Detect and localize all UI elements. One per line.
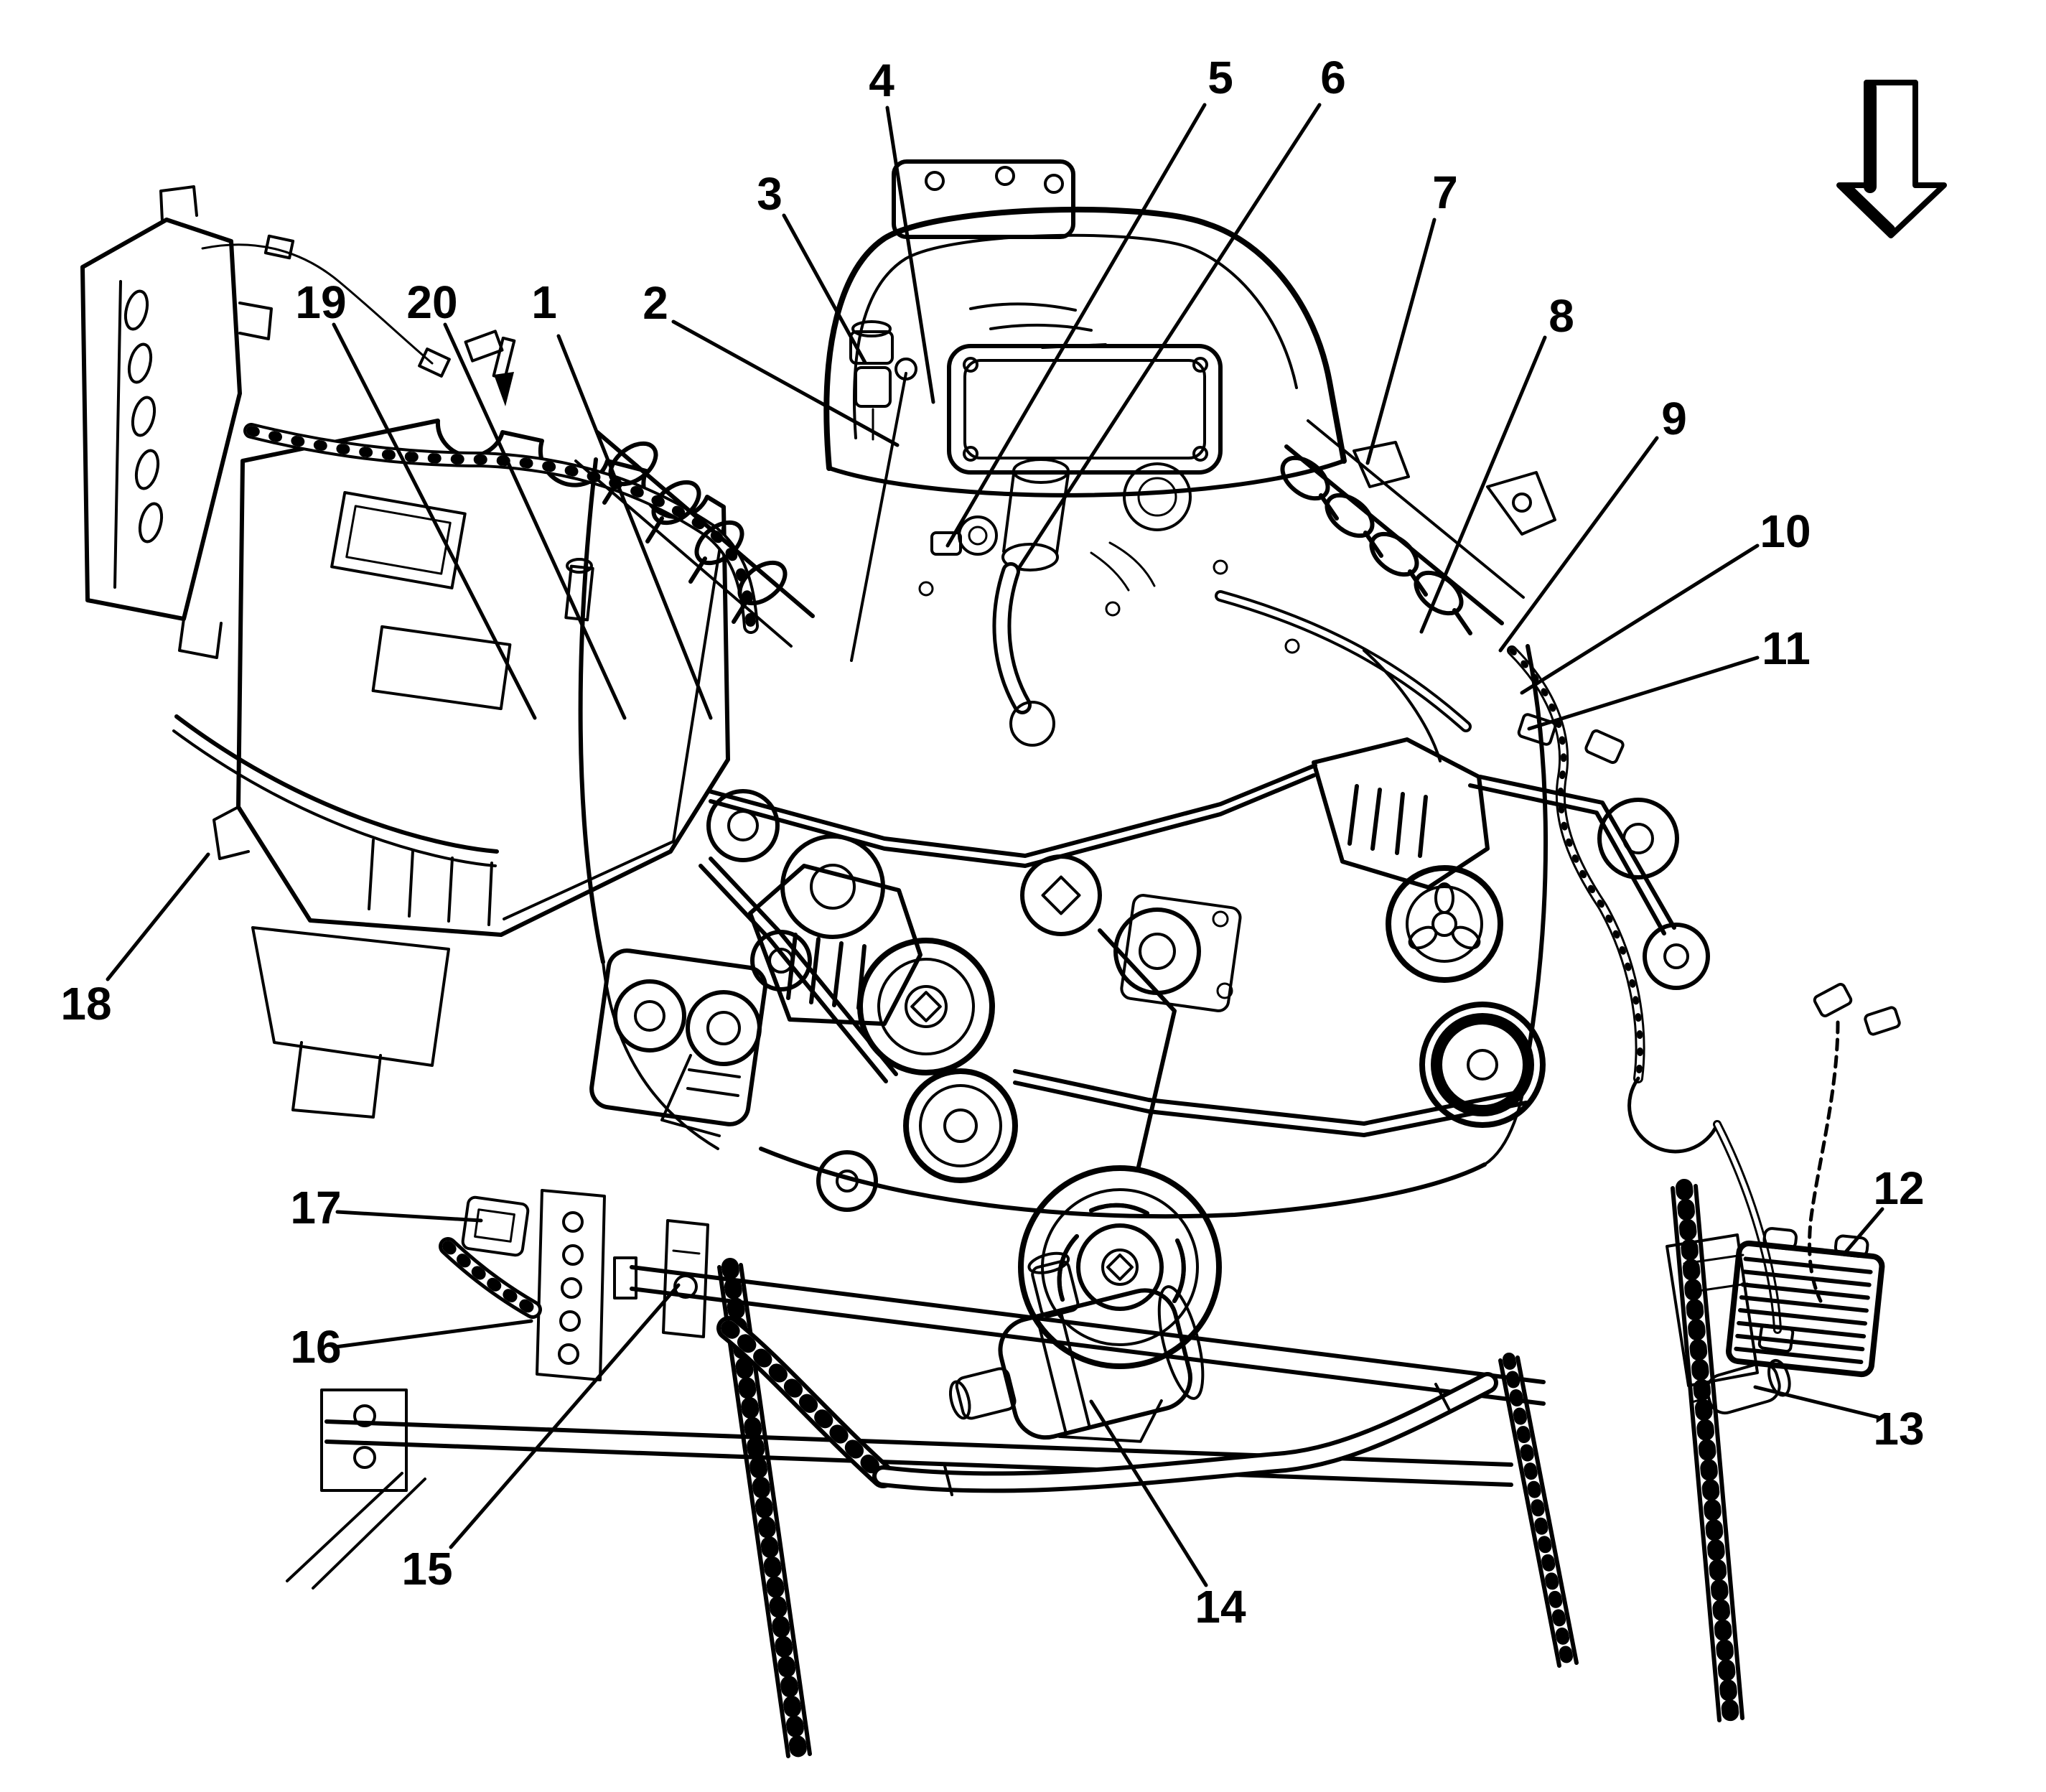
callout-label-19: 19 — [295, 276, 346, 328]
callout-leader-14 — [1089, 1399, 1208, 1587]
callout-label-5: 5 — [1207, 52, 1233, 103]
wiring-connector-17 — [461, 1195, 530, 1257]
shroud-bracket — [536, 1189, 606, 1381]
callout-leader-7 — [1365, 218, 1437, 465]
callout-label-17: 17 — [290, 1182, 341, 1233]
battery-tray — [172, 419, 730, 1119]
ecm-assembly — [1666, 1227, 1885, 1415]
callout-leader-16 — [334, 1319, 533, 1349]
callout-label-20: 20 — [406, 276, 457, 328]
callout-label-4: 4 — [869, 55, 894, 106]
callout-label-13: 13 — [1873, 1403, 1924, 1455]
callout-label-15: 15 — [401, 1543, 452, 1595]
radiator-support-frame — [286, 1179, 1744, 1763]
callout-leader-9 — [1498, 436, 1659, 653]
engine-control-module — [1726, 1227, 1885, 1378]
engine-block-outline — [578, 457, 1548, 1219]
ac-compressor — [589, 948, 767, 1126]
callout-label-7: 7 — [1432, 167, 1458, 218]
callout-leader-3 — [782, 213, 867, 365]
right-engine-harness — [1507, 645, 1901, 1353]
callout-label-6: 6 — [1320, 52, 1346, 103]
callout-leader-8 — [1419, 335, 1547, 634]
callout-leader-6 — [1017, 103, 1322, 569]
callout-leader-18 — [106, 852, 210, 981]
map-sensor — [930, 531, 962, 556]
vacuum-valve — [1689, 1358, 1791, 1415]
left-ignition-coils — [574, 430, 815, 648]
callout-label-10: 10 — [1760, 505, 1811, 557]
callout-label-8: 8 — [1548, 290, 1574, 342]
callout-label-2: 2 — [643, 277, 668, 329]
callout-label-9: 9 — [1661, 393, 1687, 444]
engine-wiring-harness — [243, 330, 759, 634]
down-arrow-icon — [1836, 80, 1947, 238]
serpentine-belt-drive — [660, 737, 1710, 1212]
callout-label-1: 1 — [531, 276, 557, 328]
callout-leader-1 — [556, 334, 713, 720]
intake-valley-details — [850, 358, 1472, 762]
bypass-actuator — [1353, 441, 1410, 488]
right-ignition-coils — [1280, 419, 1556, 635]
callout-leader-20 — [443, 322, 627, 720]
callout-leader-15 — [449, 1283, 681, 1549]
callout-label-16: 16 — [290, 1321, 341, 1373]
callout-leader-17 — [335, 1210, 483, 1223]
mounting-bracket-plate — [80, 185, 273, 659]
callout-leader-19 — [332, 322, 537, 720]
auxiliary-coolant-pump — [948, 1251, 1205, 1443]
callout-leader-11 — [1527, 655, 1760, 731]
callout-label-18: 18 — [60, 978, 111, 1030]
callout-leader-13 — [1753, 1385, 1880, 1419]
callout-label-12: 12 — [1873, 1162, 1924, 1214]
callout-leader-12 — [1843, 1207, 1884, 1255]
callout-label-14: 14 — [1195, 1581, 1246, 1633]
purge-solenoid — [849, 320, 894, 441]
latch-support — [662, 1219, 709, 1338]
callout-label-3: 3 — [757, 168, 783, 220]
bracket-pigtail-wire — [201, 234, 451, 378]
callout-leader-5 — [945, 103, 1207, 548]
callout-label-11: 11 — [1762, 622, 1811, 674]
callout-leader-10 — [1520, 543, 1760, 695]
callout-leader-2 — [671, 319, 900, 447]
coolant-hoses — [716, 1316, 1498, 1496]
callout-leader-4 — [885, 106, 935, 404]
